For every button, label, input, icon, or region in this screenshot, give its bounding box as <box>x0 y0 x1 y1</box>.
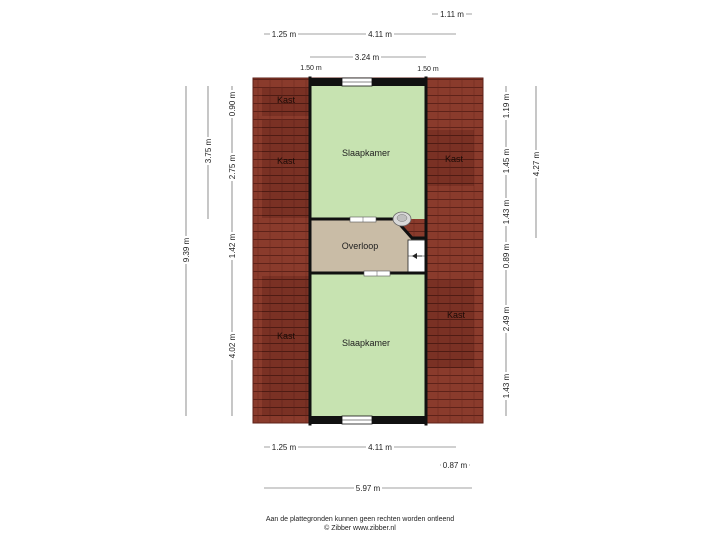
closet-left-3 <box>262 276 310 416</box>
bedroom-top <box>311 86 425 219</box>
dim-right-a6: 1.43 m <box>502 373 511 398</box>
top-wall-left <box>310 78 342 86</box>
label-closet-left-3: Kast <box>277 331 296 341</box>
dim-right-a4: 0.89 m <box>502 243 511 268</box>
dim-bottom-total: 5.97 m <box>356 484 381 493</box>
dim-top-inner: 3.24 m <box>355 53 380 62</box>
label-landing: Overloop <box>342 241 379 251</box>
dim-window-right: 1.50 m <box>417 66 439 73</box>
label-closet-left-1: Kast <box>277 95 296 105</box>
dim-left-b2: 2.75 m <box>228 154 237 179</box>
stairs-arrow-icon <box>412 253 417 259</box>
dim-bottom-left: 1.25 m <box>272 443 297 452</box>
bottom-wall-right <box>372 416 426 424</box>
dim-bottom-right-small: 0.87 m <box>443 461 468 470</box>
label-bedroom-top: Slaapkamer <box>342 148 390 158</box>
dim-right-a5: 2.49 m <box>502 306 511 331</box>
footer: Aan de plattegronden kunnen geen rechten… <box>0 515 720 533</box>
dim-right-a2: 1.45 m <box>502 148 511 173</box>
dim-top-left: 1.25 m <box>272 30 297 39</box>
dim-top-right-small: 1.11 m <box>440 10 464 19</box>
dim-left-b1: 0.90 m <box>228 91 237 116</box>
dim-left-b3: 1.42 m <box>228 233 237 258</box>
dim-left-b4: 4.02 m <box>228 333 237 358</box>
closet-left-1 <box>262 88 310 116</box>
dim-right-a3: 1.43 m <box>502 199 511 224</box>
label-closet-left-2: Kast <box>277 156 296 166</box>
label-closet-right-2: Kast <box>447 310 466 320</box>
dim-top-mid: 4.11 m <box>368 30 392 39</box>
top-wall-right <box>372 78 426 86</box>
dim-left-total: 9.39 m <box>182 237 191 262</box>
dim-left-a: 3.75 m <box>204 138 213 163</box>
closet-right-1 <box>428 130 474 186</box>
label-closet-right-1: Kast <box>445 154 464 164</box>
footer-copyright: © Zibber www.zibber.nl <box>324 525 396 532</box>
landing <box>311 220 425 272</box>
dim-window-left: 1.50 m <box>300 65 322 72</box>
bedroom-bottom <box>311 274 425 417</box>
closet-right-2 <box>428 280 474 368</box>
footer-disclaimer: Aan de plattegronden kunnen geen rechten… <box>265 516 455 523</box>
dim-bottom-mid: 4.11 m <box>368 443 392 452</box>
closet-left-2 <box>262 120 310 218</box>
label-bedroom-bottom: Slaapkamer <box>342 338 390 348</box>
dim-right-a1: 1.19 m <box>502 93 511 118</box>
dim-right-total: 4.27 m <box>532 151 541 176</box>
bottom-wall-left <box>310 416 342 424</box>
